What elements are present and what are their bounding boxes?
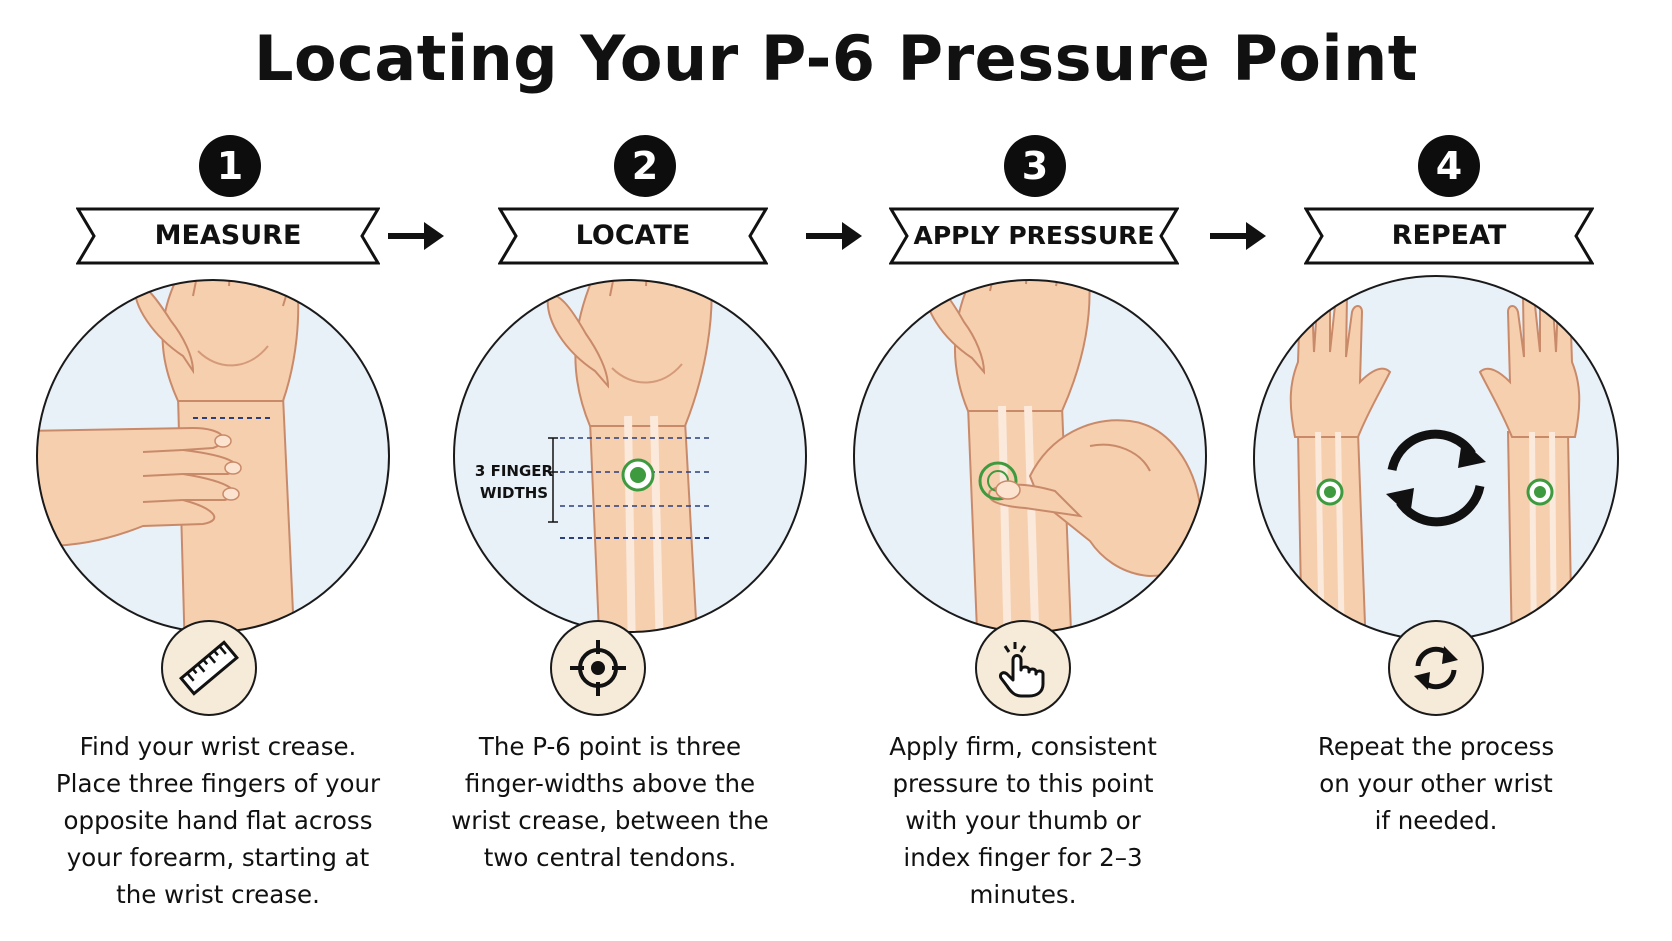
description-line: Repeat the process [1317,732,1555,761]
description-line: Apply firm, consistent [889,732,1157,761]
step-repeat: 4 REPEAT [1240,0,1672,941]
step-banner: MEASURE [76,207,380,265]
measure-illustration [33,276,393,640]
step-number-badge: 3 [1004,135,1066,197]
description-line: your forearm, starting at [66,843,370,872]
description-line: pressure to this point [892,769,1154,798]
locate-illustration: 3 FINGER WIDTHS [450,276,810,640]
step-apply-pressure: 3 APPLY PRESSURE [820,0,1240,941]
description-line: finger-widths above the [464,769,756,798]
description-line: two central tendons. [483,843,737,872]
description-line: if needed. [1374,806,1498,835]
step-label: MEASURE [154,220,302,251]
step-banner: REPEAT [1304,207,1594,265]
finger-press-icon [975,620,1071,716]
description-line: Find your wrist crease. [79,732,357,761]
step-description: Apply firm, consistent pressure to this … [843,728,1203,913]
ruler-icon [161,620,257,716]
step-measure: 1 MEASURE [0,0,420,941]
step-description: Find your wrist crease. Place three fing… [38,728,398,913]
step-banner: APPLY PRESSURE [889,207,1179,265]
description-line: opposite hand flat across [63,806,373,835]
arrow-right-icon [806,222,862,250]
repeat-illustration [1250,272,1622,648]
repeat-cycle-icon [1388,620,1484,716]
description-line: The P-6 point is three [478,732,742,761]
step-description: The P-6 point is three finger-widths abo… [430,728,790,876]
three-finger-widths-label: 3 FINGER [475,462,554,480]
description-line: on your other wrist [1319,769,1553,798]
description-line: Place three fingers of your [55,769,381,798]
step-description: Repeat the process on your other wrist i… [1256,728,1616,839]
step-number-badge: 1 [199,135,261,197]
step-label: APPLY PRESSURE [913,221,1155,250]
description-line: index finger for 2–3 [903,843,1143,872]
step-number-badge: 2 [614,135,676,197]
three-finger-widths-label: WIDTHS [480,484,548,502]
step-label: REPEAT [1391,220,1507,251]
arrow-right-icon [388,222,444,250]
step-locate: 2 LOCATE [420,0,810,941]
description-line: wrist crease, between the [451,806,769,835]
step-label: LOCATE [575,220,691,251]
crosshair-target-icon [550,620,646,716]
arrow-right-icon [1210,222,1266,250]
page-title: Locating Your P-6 Pressure Point [254,22,1418,95]
apply-pressure-illustration [850,276,1210,640]
step-banner: LOCATE [498,207,768,265]
banner-ribbon-shape [76,207,380,265]
step-number-badge: 4 [1418,135,1480,197]
description-line: the wrist crease. [116,880,320,909]
banner-ribbon-shape [498,207,768,265]
description-line: with your thumb or [905,806,1141,835]
description-line: minutes. [969,880,1077,909]
banner-ribbon-shape [889,207,1179,265]
banner-ribbon-shape [1304,207,1594,265]
